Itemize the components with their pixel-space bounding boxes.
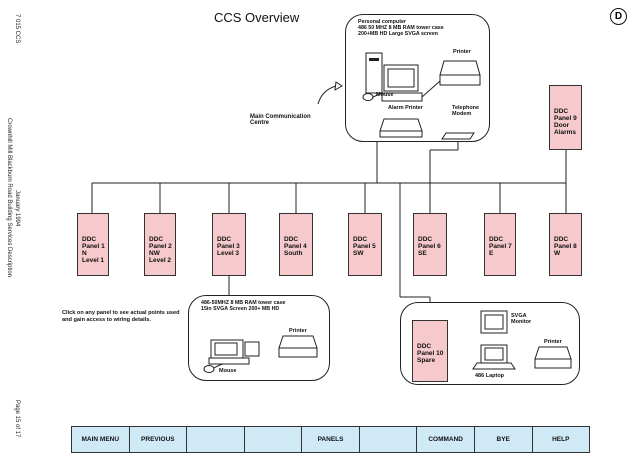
svga-monitor-label: SVGA Monitor [511,313,532,325]
ddc-panel-2[interactable]: DDC Panel 2 NW Level 2 [144,213,176,276]
panel-label: DDC Panel 8 W [554,236,577,257]
panel-label: DDC Panel 3 Level 3 [217,236,240,257]
instructions-note: Click on any panel to see actual points … [62,310,180,323]
side-page: Page 15 of 17 [14,400,20,438]
ddc-panel-4[interactable]: DDC Panel 4 South [279,213,313,276]
main-communication-cluster[interactable]: Personal computer 486 50 MHZ 8 MB RAM to… [345,14,490,142]
side-doc-id: 7 015 CCS [14,14,20,44]
panel-label: DDC Panel 4 South [284,236,307,257]
ddc-panel-7[interactable]: DDC Panel 7 E [484,213,516,276]
section-badge: D [610,8,627,25]
laptop-printer-label: Printer [544,339,562,345]
page-title: CCS Overview [214,10,300,25]
workstation-spec: 486-50MHZ 8 MB RAM tower case 15in SVGA … [201,300,286,312]
pc-spec: Personal computer 486 50 MHZ 8 MB RAM to… [358,19,444,37]
help-button[interactable]: HELP [532,427,590,452]
main-menu-button[interactable]: MAIN MENU [72,427,130,452]
command-button[interactable]: COMMAND [417,427,475,452]
side-source: Crownhill Mill Blackburn Road Building S… [6,118,12,278]
printer-label: Printer [453,49,471,55]
laptop-equipment [472,310,572,370]
bottom-menu-bar: MAIN MENU PREVIOUS PANELS COMMAND BYE HE… [71,426,590,453]
workstation-mouse-label: Mouse [219,368,237,374]
ddc-panel-3[interactable]: DDC Panel 3 Level 3 [212,213,246,276]
panel-label: DDC Panel 9 Door Alarms [554,108,577,136]
panel-label: DDC Panel 5 SW [353,236,376,257]
ddc-panel-10[interactable]: DDC Panel 10 Spare [412,320,448,382]
alarm-printer-label: Alarm Printer [388,105,423,111]
panel-label: DDC Panel 1 N Level 1 [82,236,105,264]
mouse-label: Mouse [376,92,394,98]
ddc-panel-6[interactable]: DDC Panel 6 SE [413,213,447,276]
workstation-printer-label: Printer [289,328,307,334]
blank-button-3[interactable] [359,427,418,452]
panel-label: DDC Panel 7 E [489,236,512,257]
panel-label: DDC Panel 2 NW Level 2 [149,236,172,264]
main-comm-label: Main Communication Centre [250,114,311,126]
workstation-equipment [203,335,318,373]
telephone-modem-label: Telephone Modem [452,105,480,117]
workstation-cluster[interactable]: 486-50MHZ 8 MB RAM tower case 15in SVGA … [188,295,330,381]
laptop-label: 486 Laptop [475,373,505,379]
previous-button[interactable]: PREVIOUS [129,427,188,452]
side-date: January 1994 [14,190,20,227]
panels-button[interactable]: PANELS [302,427,360,452]
blank-button-2[interactable] [244,427,303,452]
ddc-panel-8[interactable]: DDC Panel 8 W [549,213,582,276]
blank-button-1[interactable] [187,427,245,452]
panel-label: DDC Panel 6 SE [418,236,441,257]
main-comm-equipment [362,52,481,140]
panel-label: DDC Panel 10 Spare [417,343,444,364]
bye-button[interactable]: BYE [474,427,533,452]
ddc-panel-5[interactable]: DDC Panel 5 SW [348,213,382,276]
ddc-panel-9[interactable]: DDC Panel 9 Door Alarms [549,85,582,150]
ddc-panel-1[interactable]: DDC Panel 1 N Level 1 [77,213,109,276]
